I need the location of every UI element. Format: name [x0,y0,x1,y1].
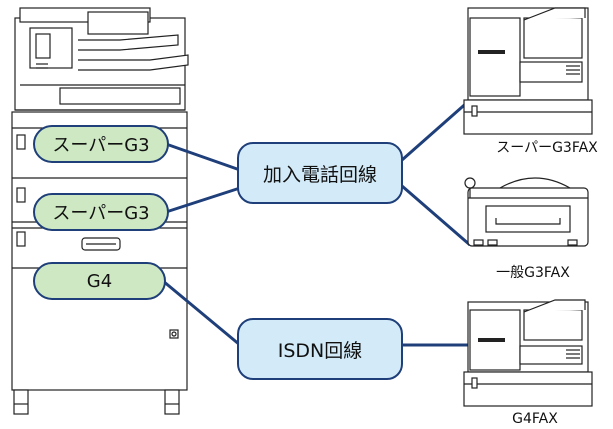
connection-lines [162,98,471,347]
super-g3-upper-badge: スーパーG3 [33,125,169,163]
g4-label: G4 [86,270,113,292]
super-g3-fax-illustration [463,7,593,135]
g4-badge: G4 [33,262,166,300]
isdn-network-box: ISDN回線 [237,318,403,380]
super-g3-lower-label: スーパーG3 [52,203,150,224]
link-pstn-g3fax [401,184,471,247]
g4-fax-caption: G4FAX [512,411,558,427]
isdn-network-label: ISDN回線 [277,339,363,362]
link-superg3-lower-pstn [165,186,241,214]
g4-fax-illustration [463,299,593,407]
pstn-network-box: 加入電話回線 [237,142,403,204]
super-g3-fax-caption: スーパーG3FAX [496,140,598,156]
super-g3-upper-label: スーパーG3 [52,135,150,156]
link-g4-isdn [162,279,241,347]
pstn-network-label: 加入電話回線 [262,163,377,186]
g3-fax-caption: 一般G3FAX [496,265,570,281]
super-g3-lower-badge: スーパーG3 [33,193,169,231]
link-superg3-upper-pstn [165,142,241,172]
g3-fax-illustration [464,177,589,247]
link-pstn-superg3fax [401,98,471,162]
